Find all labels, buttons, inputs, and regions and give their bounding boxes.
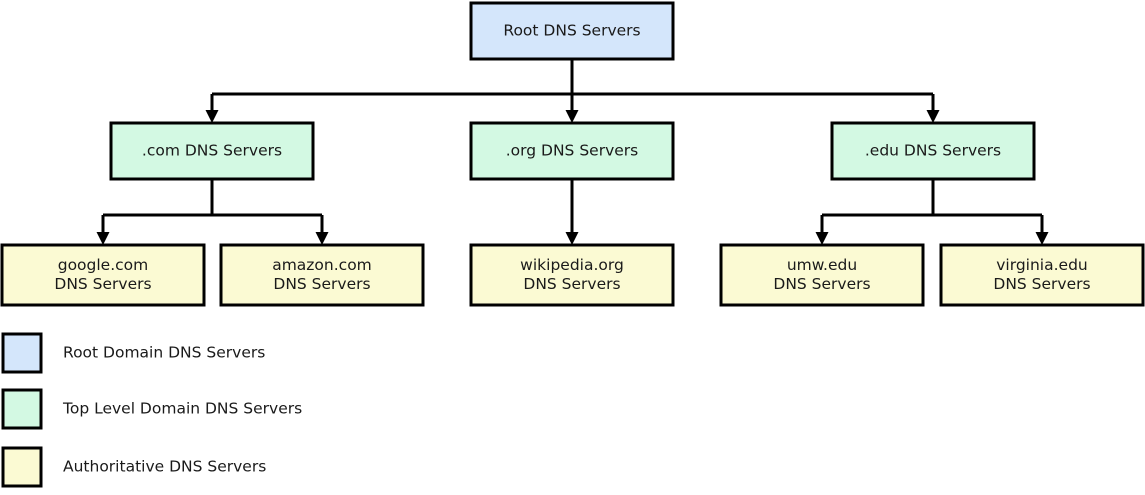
node-virginia-label-line-1: virginia.edu — [996, 256, 1087, 274]
node-edu[interactable]: .edu DNS Servers — [830, 121, 1036, 181]
node-edu-box[interactable] — [830, 121, 1036, 181]
connector-arrowhead — [565, 232, 579, 245]
node-amazon-label-line-1: amazon.com — [272, 256, 372, 274]
node-edu-label-line-1: .edu DNS Servers — [865, 142, 1001, 160]
node-google-label-line-1: google.com — [58, 256, 149, 274]
connector-lines-group — [96, 59, 1049, 245]
connector-arrowhead — [315, 232, 329, 245]
connector-arrowhead — [96, 232, 110, 245]
node-org-box[interactable] — [469, 121, 675, 181]
node-umw-label-line-1: umw.edu — [787, 256, 857, 274]
node-google-box[interactable] — [0, 243, 206, 307]
node-umw-box[interactable] — [719, 243, 925, 307]
legend-root: Root Domain DNS Servers — [1, 332, 265, 374]
node-wikipedia-box[interactable] — [469, 243, 675, 307]
node-org-label-line-1: .org DNS Servers — [506, 142, 638, 160]
node-wikipedia-label-line-2: DNS Servers — [523, 275, 620, 293]
legend-root-label: Root Domain DNS Servers — [63, 344, 265, 362]
node-root-label-line-1: Root DNS Servers — [503, 22, 640, 40]
legend-tld-label: Top Level Domain DNS Servers — [62, 400, 302, 418]
node-boxes-group: Root DNS Servers .com DNS Servers .org DNS… — [0, 1, 1145, 307]
node-umw-label-line-2: DNS Servers — [773, 275, 870, 293]
connector-arrowhead — [205, 110, 219, 123]
legend-auth-swatch — [1, 446, 43, 488]
connector-arrowhead — [815, 232, 829, 245]
node-com-label-line-1: .com DNS Servers — [142, 142, 282, 160]
node-google-label-line-2: DNS Servers — [54, 275, 151, 293]
connector-arrowhead — [565, 110, 579, 123]
node-root-box[interactable] — [469, 1, 675, 61]
connector-arrowhead — [1035, 232, 1049, 245]
legend-auth-label: Authoritative DNS Servers — [63, 458, 266, 476]
node-amazon-label-line-2: DNS Servers — [273, 275, 370, 293]
node-virginia-label-line-2: DNS Servers — [993, 275, 1090, 293]
node-amazon-box[interactable] — [219, 243, 425, 307]
node-com-box[interactable] — [109, 121, 315, 181]
node-root[interactable]: Root DNS Servers — [469, 1, 675, 61]
node-virginia-box[interactable] — [939, 243, 1145, 307]
legend-tld: Top Level Domain DNS Servers — [1, 388, 302, 430]
legend-tld-swatch — [1, 388, 43, 430]
legend-root-swatch — [1, 332, 43, 374]
node-wikipedia-label-line-1: wikipedia.org — [520, 256, 624, 274]
node-com[interactable]: .com DNS Servers — [109, 121, 315, 181]
node-org[interactable]: .org DNS Servers — [469, 121, 675, 181]
legend-auth: Authoritative DNS Servers — [1, 446, 266, 488]
connector-arrowhead — [926, 110, 940, 123]
